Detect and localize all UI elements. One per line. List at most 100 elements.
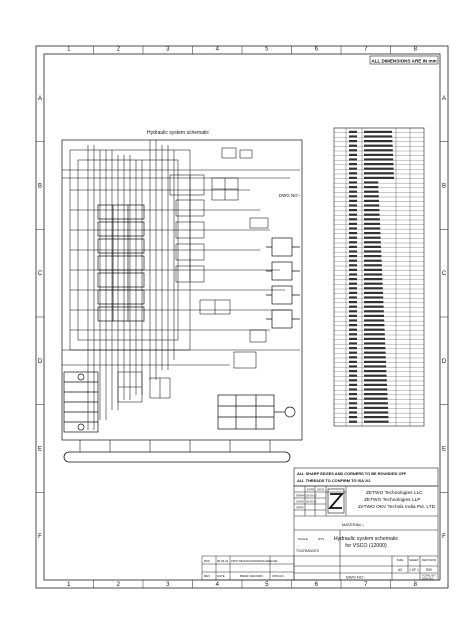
parts-row-code: [349, 411, 357, 414]
zone-row-left-A: A: [38, 96, 42, 102]
zone-row-right-D: D: [442, 359, 447, 365]
parts-row-entry: [364, 209, 380, 212]
parts-row-entry: [364, 379, 387, 382]
parts-row-entry: [364, 232, 381, 235]
parts-row-code: [349, 406, 357, 409]
parts-list-table: [333, 127, 425, 427]
schematic-dwg-ref: DWG NO:-: [279, 193, 301, 198]
parts-row-code: [349, 130, 357, 133]
parts-row-code: [349, 144, 357, 147]
parts-row-code: [349, 342, 357, 345]
parts-row-code: [349, 282, 357, 285]
dimension-note-box: ALL DIMENSIONS ARE IN mm: [369, 55, 439, 65]
parts-row-entry: [364, 199, 379, 202]
parts-row-entry: [364, 144, 393, 147]
parts-row-code: [349, 291, 357, 294]
parts-row-code: [349, 153, 357, 156]
parts-row-entry: [364, 135, 393, 138]
zone-col-top-1: 1: [67, 47, 71, 53]
zone-col-top-6: 6: [315, 47, 319, 53]
parts-row-code: [349, 296, 357, 299]
zone-row-right-B: B: [442, 184, 446, 190]
parts-row-entry: [364, 264, 382, 267]
title-block: [293, 485, 439, 581]
parts-row-entry: [364, 393, 388, 396]
zone-col-top-4: 4: [216, 47, 220, 53]
parts-row-entry: [364, 163, 394, 166]
drawing-title-1: Hydraulic system schematic: [334, 536, 399, 542]
zone-col-top-7: 7: [364, 47, 368, 53]
parts-row-entry: [364, 314, 384, 317]
parts-row-entry: [364, 406, 388, 409]
parts-row-entry: [364, 181, 379, 184]
parts-row-code: [349, 351, 357, 354]
parts-row-entry: [364, 411, 389, 414]
parts-row-entry: [364, 167, 394, 170]
parts-row-entry: [364, 273, 383, 276]
drawn-date: 05-09-22: [306, 494, 317, 498]
parts-row-entry: [364, 388, 388, 391]
scale-value: NTS: [318, 537, 324, 541]
parts-row-code: [349, 158, 357, 161]
parts-row-entry: [364, 282, 383, 285]
zone-col-bottom-3: 3: [166, 582, 170, 588]
hydraulic-schematic: [61, 139, 303, 463]
parts-row-code: [349, 314, 357, 317]
parts-row-code: [349, 356, 357, 359]
note-line-1: ALL SHARP EDGES AND CORNERS TO BE ROUNDE…: [297, 471, 407, 476]
parts-row-code: [349, 416, 357, 419]
zone-col-top-8: 8: [414, 47, 418, 53]
zone-col-top-3: 3: [166, 47, 170, 53]
zone-col-top-5: 5: [265, 47, 269, 53]
zone-col-bottom-8: 8: [414, 582, 418, 588]
sheet-value: 1 OF 1: [409, 568, 419, 572]
parts-row-entry: [364, 324, 385, 327]
parts-row-code: [349, 360, 357, 363]
parts-row-entry: [364, 328, 385, 331]
parts-row-code: [349, 305, 357, 308]
parts-row-code: [349, 319, 357, 322]
parts-row-code: [349, 176, 357, 179]
parts-row-entry: [364, 259, 382, 262]
date-label: DATE: [307, 488, 314, 492]
parts-row-code: [349, 397, 357, 400]
parts-row-code: [349, 264, 357, 267]
rev-header: REV: [204, 574, 210, 578]
initials-header: INITIALS: [272, 574, 283, 578]
material-label: MATERIAL:-: [342, 522, 365, 527]
parts-row-code: [349, 241, 357, 244]
parts-row-code: [349, 190, 357, 193]
zone-row-left-D: D: [38, 359, 43, 365]
parts-row-code: [349, 324, 357, 327]
parts-row-entry: [364, 153, 393, 156]
parts-row-entry: [364, 360, 386, 363]
parts-row-code: [349, 374, 357, 377]
parts-row-entry: [364, 319, 385, 322]
parts-row-entry: [364, 301, 384, 304]
parts-row-code: [349, 236, 357, 239]
tolerances-label: TOLERANCES: [296, 549, 320, 553]
parts-row-entry: [364, 374, 387, 377]
parts-row-entry: [364, 176, 394, 179]
zone-row-left-F: F: [38, 534, 42, 540]
parts-row-code: [349, 278, 357, 281]
parts-row-entry: [364, 402, 388, 405]
zone-row-left-E: E: [38, 447, 42, 453]
parts-row-entry: [364, 287, 383, 290]
parts-row-entry: [364, 333, 385, 336]
parts-row-entry: [364, 204, 380, 207]
parts-row-entry: [364, 158, 394, 161]
parts-row-code: [349, 273, 357, 276]
parts-row-entry: [364, 342, 386, 345]
zone-col-bottom-4: 4: [216, 582, 220, 588]
parts-row-entry: [364, 227, 381, 230]
zone-col-bottom-5: 5: [265, 582, 269, 588]
parts-row-entry: [364, 416, 389, 419]
zone-row-right-F: F: [442, 534, 446, 540]
parts-row-code: [349, 232, 357, 235]
zone-row-right-A: A: [442, 96, 446, 102]
parts-row-entry: [364, 337, 385, 340]
parts-row-entry: [364, 241, 381, 244]
dimension-note: ALL DIMENSIONS ARE IN mm: [371, 59, 436, 64]
parts-row-entry: [364, 296, 384, 299]
